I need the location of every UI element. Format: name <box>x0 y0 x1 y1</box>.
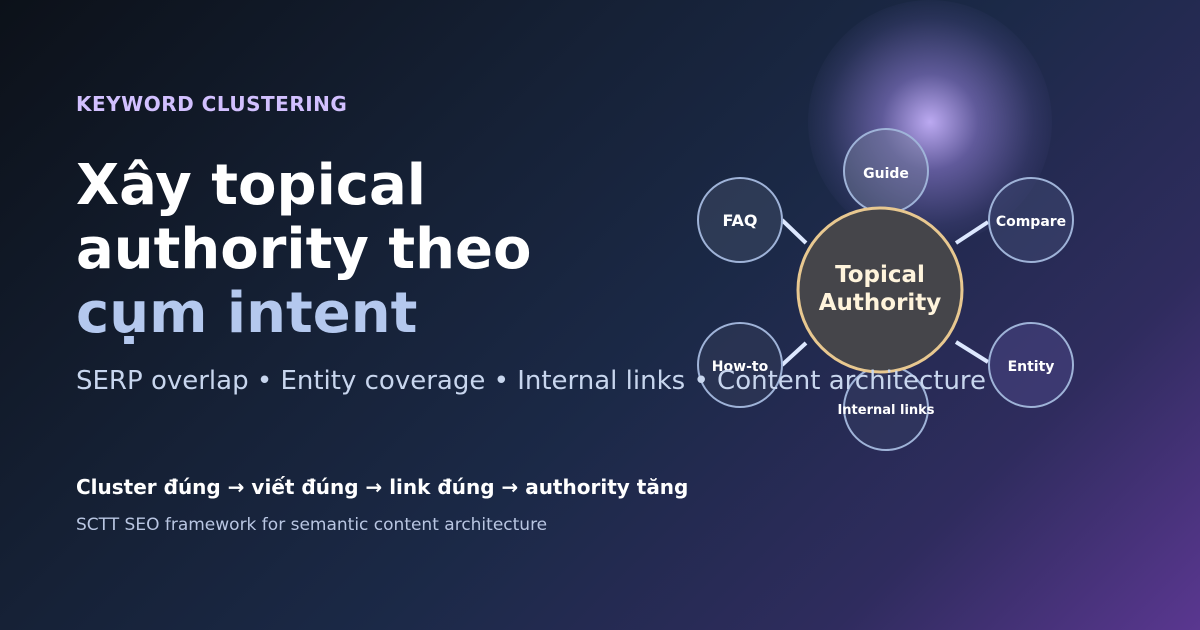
node-internal-links-label: Internal links <box>837 403 934 418</box>
headline-accent: cụm intent <box>76 281 418 346</box>
connector-howto <box>780 341 808 367</box>
node-guide-label: Guide <box>863 166 909 182</box>
connector-entity <box>954 340 990 364</box>
node-faq-label: FAQ <box>722 211 757 230</box>
eyebrow-label: KEYWORD CLUSTERING <box>76 92 348 116</box>
credit-line: SCTT SEO framework for semantic content … <box>76 515 548 535</box>
connector-faq <box>780 218 808 245</box>
subline: SERP overlap • Entity coverage • Interna… <box>76 366 987 396</box>
node-entity: Entity <box>988 322 1074 408</box>
node-faq: FAQ <box>697 177 783 263</box>
center-label-line-2: Authority <box>819 290 942 316</box>
node-howto: How-to <box>697 322 783 408</box>
node-compare: Compare <box>988 177 1074 263</box>
headline-line-2: authority theo <box>76 217 532 282</box>
node-guide: Guide <box>843 128 929 214</box>
node-internal-links: Internal links <box>837 365 935 451</box>
center-label-line-1: Topical <box>835 262 925 288</box>
connector-compare <box>954 220 990 245</box>
node-compare-label: Compare <box>996 214 1066 230</box>
node-entity-label: Entity <box>1008 359 1055 375</box>
center-node: Topical Authority <box>796 206 964 374</box>
headline-line-1: Xây topical <box>76 153 426 218</box>
tagline: Cluster đúng → viết đúng → link đúng → a… <box>76 475 689 499</box>
page-title: Xây topical authority theo cụm intent <box>76 154 531 346</box>
node-howto-label: How-to <box>712 359 769 375</box>
